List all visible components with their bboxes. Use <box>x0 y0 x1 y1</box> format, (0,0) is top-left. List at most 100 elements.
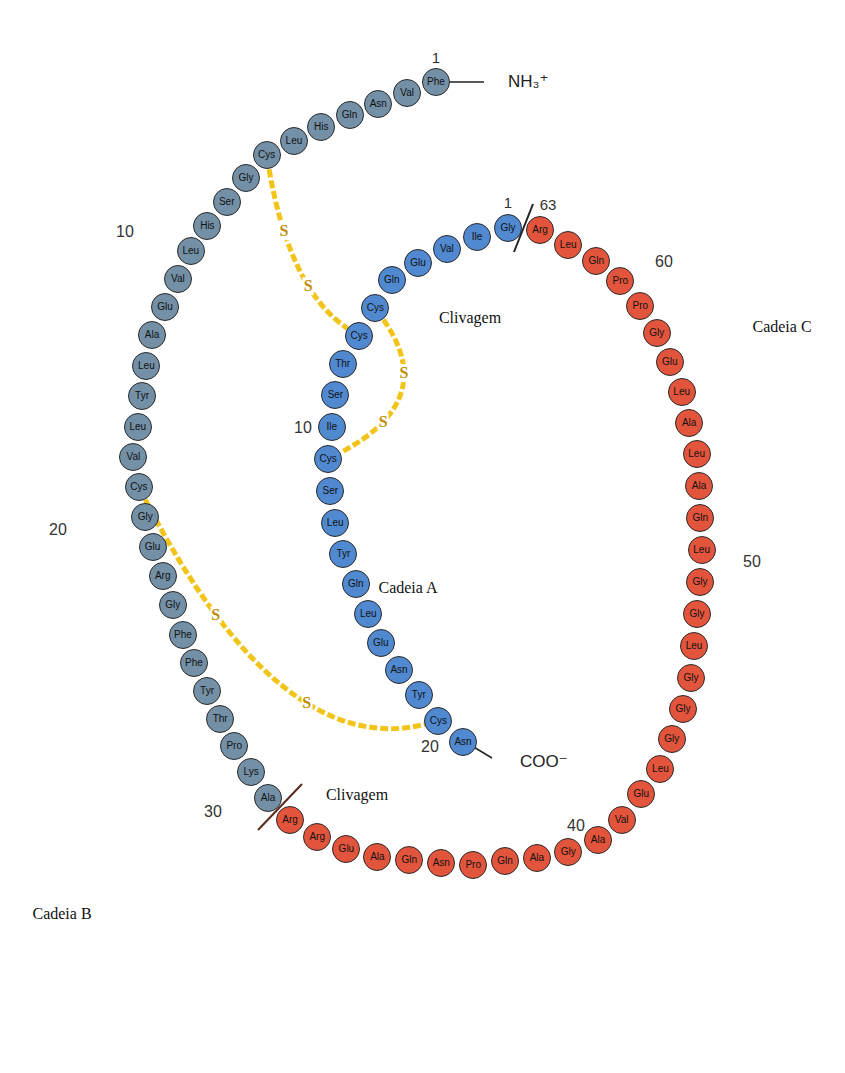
residue-name: Thr <box>335 359 350 369</box>
residue-name: Leu <box>129 422 146 432</box>
b-chain-residue: Arg <box>149 562 177 590</box>
b-chain-residue: Ala <box>138 321 166 349</box>
residue-name: Pro <box>633 301 649 311</box>
b-chain-residue: Val <box>119 443 147 471</box>
residue-number: 1 <box>432 50 440 67</box>
residue-name: Leu <box>560 240 577 250</box>
residue-name: Cys <box>350 331 367 341</box>
residue-name: Leu <box>693 545 710 555</box>
residue-name: Gly <box>684 673 699 683</box>
terminus-line <box>448 81 484 83</box>
residue-name: Lys <box>244 767 259 777</box>
b-chain-residue: Tyr <box>128 382 156 410</box>
c-chain-residue: Gly <box>669 695 697 723</box>
residue-name: Arg <box>282 815 298 825</box>
residue-name: Pro <box>465 860 481 870</box>
a-chain-residue: Ser <box>321 381 349 409</box>
residue-name: Ala <box>370 852 384 862</box>
b-chain-residue: Asn <box>364 90 392 118</box>
terminus-label: COO⁻ <box>520 753 568 772</box>
c-chain-residue: Glu <box>332 835 360 863</box>
a-chain-residue: Val <box>433 235 461 263</box>
residue-name: Gln <box>497 856 513 866</box>
b-chain-residue: Glu <box>151 293 179 321</box>
sulfur-label: S <box>301 694 312 712</box>
residue-name: Leu <box>327 518 344 528</box>
residue-name: Glu <box>410 258 426 268</box>
a-chain-residue: Asn <box>385 656 413 684</box>
c-chain-residue: Pro <box>626 292 654 320</box>
a-chain-residue: Gln <box>378 266 406 294</box>
a-chain-residue: Glu <box>367 629 395 657</box>
residue-name: Asn <box>390 665 407 675</box>
residue-name: Glu <box>662 357 678 367</box>
residue-name: Asn <box>433 858 450 868</box>
sulfur-label: S <box>278 222 289 240</box>
residue-number: 10 <box>294 419 312 437</box>
residue-number: 20 <box>421 738 439 756</box>
residue-name: Arg <box>309 832 325 842</box>
residue-number: 40 <box>567 817 585 835</box>
residue-name: Gln <box>589 256 605 266</box>
b-chain-residue: Pro <box>220 732 248 760</box>
disulfide-bond <box>341 320 404 453</box>
residue-name: Leu <box>360 609 377 619</box>
residue-number: 60 <box>655 253 673 271</box>
residue-name: Ile <box>327 422 338 432</box>
residue-name: Cys <box>430 716 447 726</box>
c-chain-residue: Gln <box>582 247 610 275</box>
c-chain-residue: Leu <box>554 231 582 259</box>
residue-name: Val <box>440 244 454 254</box>
residue-name: Gln <box>348 579 364 589</box>
residue-name: Ser <box>219 197 235 207</box>
residue-name: Cys <box>367 303 384 313</box>
residue-name: Gly <box>165 600 180 610</box>
b-chain-residue: Thr <box>206 705 234 733</box>
a-chain-residue: Cys <box>314 445 342 473</box>
chain-label: Cadeia A <box>378 579 437 597</box>
c-chain-residue: Leu <box>668 378 696 406</box>
residue-name: Ser <box>328 390 344 400</box>
residue-name: Ala <box>261 793 275 803</box>
sulfur-label: S <box>398 364 409 382</box>
residue-name: Val <box>400 88 414 98</box>
c-chain-residue: Arg <box>276 806 304 834</box>
residue-name: Leu <box>138 361 155 371</box>
b-chain-residue: Gly <box>159 591 187 619</box>
a-chain-residue: Leu <box>321 509 349 537</box>
a-chain-residue: Tyr <box>405 681 433 709</box>
residue-name: Glu <box>633 789 649 799</box>
b-chain-residue: Leu <box>124 413 152 441</box>
b-chain-residue: Glu <box>139 533 167 561</box>
residue-name: Phe <box>174 630 192 640</box>
a-chain-residue: Ile <box>318 413 346 441</box>
b-chain-residue: Cys <box>125 473 153 501</box>
residue-name: Gly <box>239 173 254 183</box>
residue-number: 1 <box>504 195 512 212</box>
c-chain-residue: Ala <box>675 409 703 437</box>
c-chain-residue: Glu <box>627 780 655 808</box>
c-chain-residue: Ala <box>363 843 391 871</box>
b-chain-residue: Phe <box>169 621 197 649</box>
residue-name: Glu <box>339 844 355 854</box>
residue-number: 50 <box>743 553 761 571</box>
residue-name: Leu <box>182 246 199 256</box>
residue-name: Gly <box>649 328 664 338</box>
a-chain-residue: Gln <box>342 570 370 598</box>
c-chain-residue: Gly <box>643 319 671 347</box>
residue-name: Glu <box>373 638 389 648</box>
residue-name: Gly <box>689 609 704 619</box>
cleavage-label: Clivagem <box>439 309 501 327</box>
residue-name: Tyr <box>412 690 426 700</box>
residue-name: Tyr <box>336 549 350 559</box>
residue-name: Gln <box>693 513 709 523</box>
residue-number: 10 <box>116 223 134 241</box>
residue-name: Ala <box>145 330 159 340</box>
b-chain-residue: Leu <box>132 352 160 380</box>
c-chain-residue: Arg <box>526 216 554 244</box>
c-chain-residue: Ala <box>523 844 551 872</box>
c-chain-residue: Arg <box>303 823 331 851</box>
chain-label: Cadeia B <box>32 905 91 923</box>
